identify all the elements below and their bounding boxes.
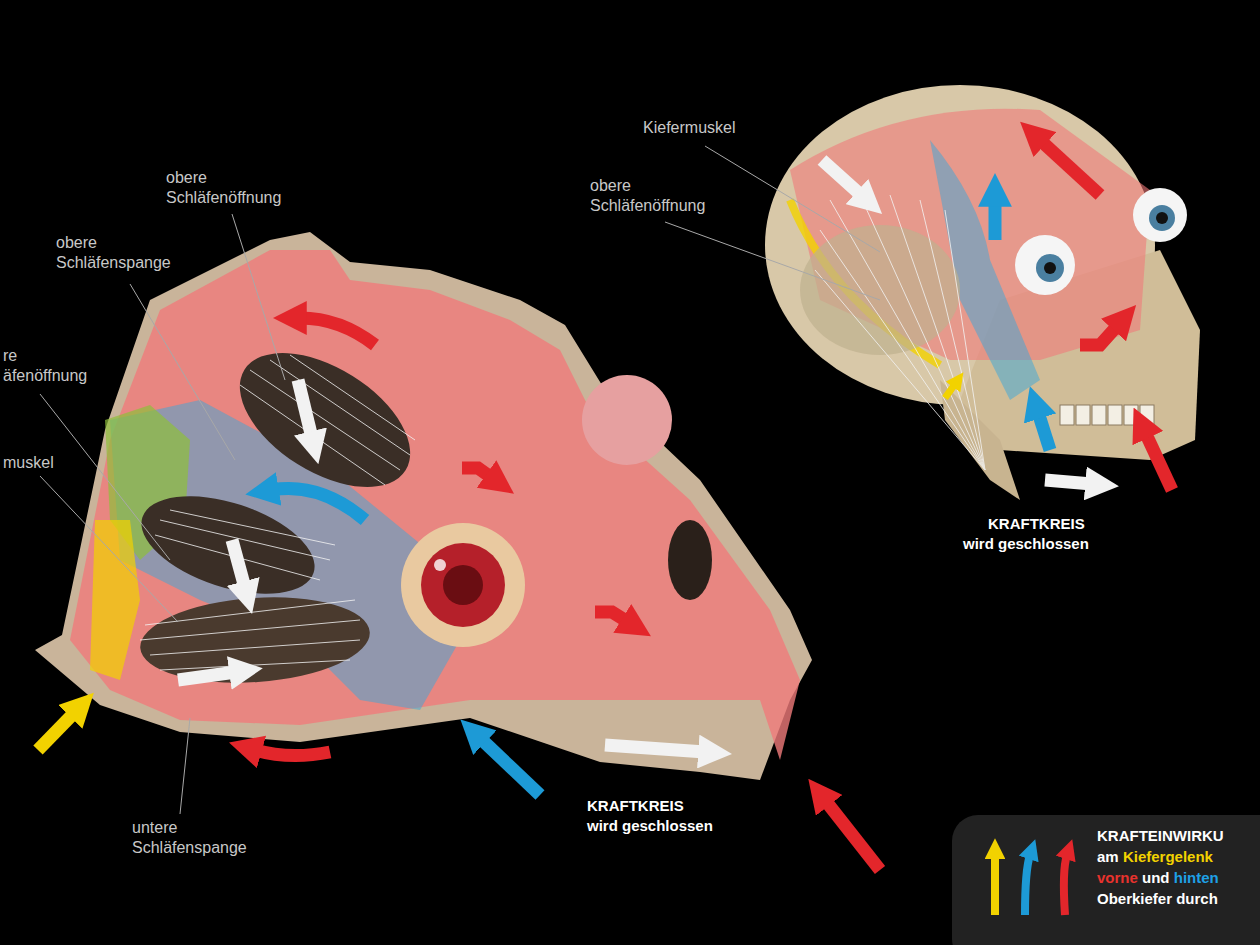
part-label: obere Schläfenöffnung (166, 168, 316, 208)
caption-label: KRAFTKREIS (587, 796, 684, 815)
legend-text: Kiefergelenk (1123, 848, 1213, 865)
leader-lines (40, 146, 880, 814)
caption-label: wird geschlossen (587, 816, 713, 835)
part-label: re (3, 346, 17, 366)
part-label: muskel (3, 453, 54, 473)
part-label: untere Schläfenspange (132, 818, 292, 858)
part-label: obere Schläfenspange (56, 233, 206, 273)
legend-line: amKiefergelenk (1097, 847, 1217, 866)
part-label: obere Schläfenöffnung (590, 176, 740, 216)
reptile-skull (35, 232, 812, 780)
part-label: Kiefermuskel (643, 118, 735, 138)
legend-panel (952, 815, 1260, 945)
legend-text: und (1142, 869, 1170, 886)
legend-text: hinten (1174, 869, 1219, 886)
caption-label: wird geschlossen (963, 534, 1089, 553)
legend-line: Oberkiefer durch (1097, 889, 1222, 908)
part-label: äfenöffnung (3, 366, 87, 386)
legend-text: KRAFTEINWIRKU (1097, 827, 1224, 844)
human-skull (765, 85, 1200, 500)
legend-line: vorneundhinten (1097, 868, 1223, 887)
caption-label: KRAFTKREIS (988, 514, 1085, 533)
legend-text: am (1097, 848, 1119, 865)
legend-text: Oberkiefer durch (1097, 890, 1218, 907)
legend-text: vorne (1097, 869, 1138, 886)
force-arrows (38, 140, 1172, 870)
legend-line: KRAFTEINWIRKU (1097, 826, 1228, 845)
